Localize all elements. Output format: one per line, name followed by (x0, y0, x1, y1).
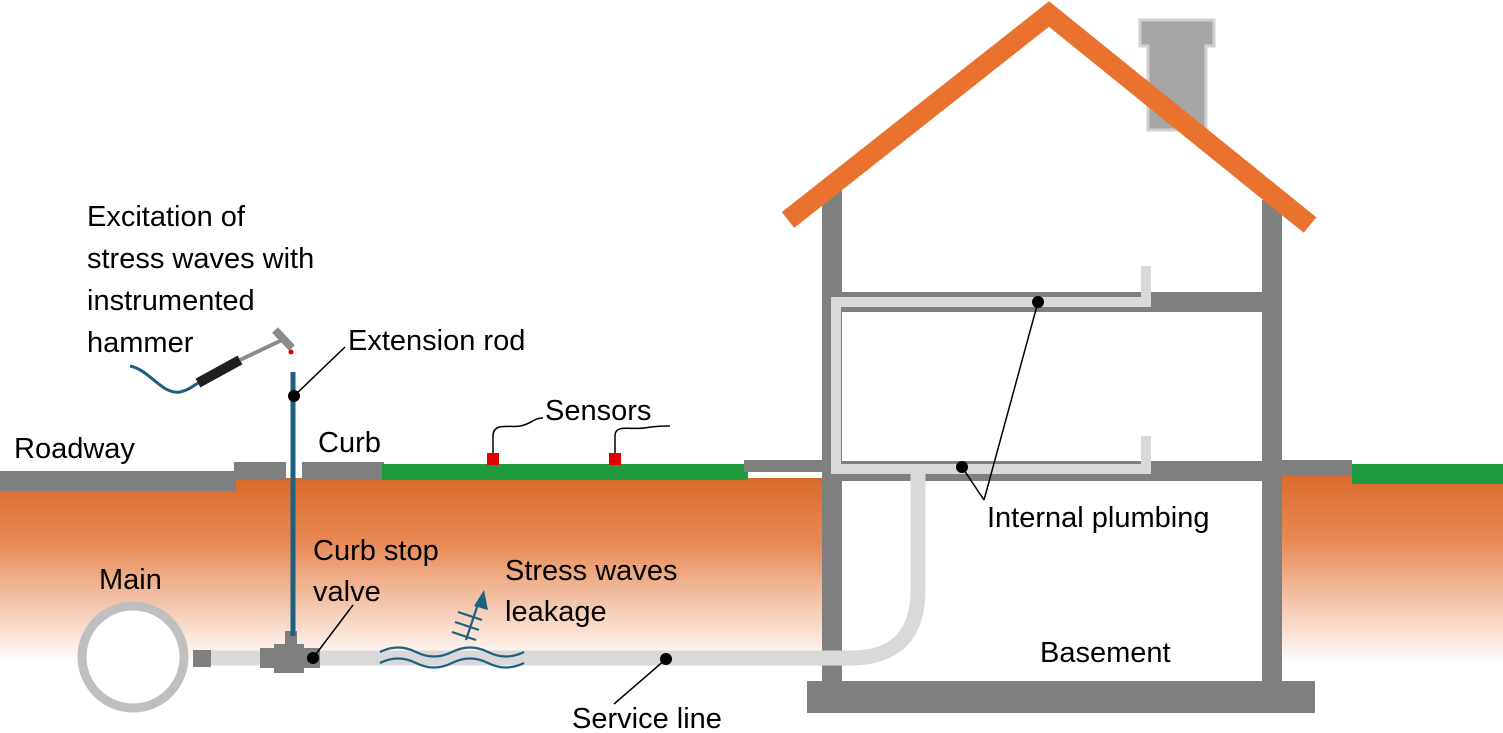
service-line (210, 470, 926, 666)
internal-plumbing-label: Internal plumbing (987, 502, 1209, 534)
curb-block (234, 462, 286, 480)
extension-rod-label: Extension rod (348, 325, 525, 357)
instrumented-hammer (129, 327, 295, 394)
roadway-slab (0, 471, 236, 491)
grass-strip (382, 464, 748, 480)
internal-plumbing (831, 266, 1151, 474)
leader-dots (288, 296, 1044, 665)
excitation-label: Excitation of stress waves with instrume… (87, 201, 322, 359)
stress-waves-leakage-label: Stress waves leakage (505, 555, 686, 628)
sensors-label: Sensors (545, 395, 651, 427)
foundation (807, 681, 1315, 713)
right-wall (1262, 200, 1282, 685)
main-pipe (77, 601, 189, 713)
sidewalk-house (744, 460, 834, 472)
basement-label: Basement (1040, 637, 1171, 669)
main-label: Main (99, 564, 162, 596)
leakage-arrowhead (474, 590, 488, 610)
grass-strip-right (1352, 464, 1503, 484)
sensor-leader-1 (492, 417, 544, 453)
roof (781, 1, 1317, 233)
curb (302, 462, 384, 480)
sidewalk-right (1282, 460, 1352, 476)
main-coupling (193, 650, 211, 667)
stress-waves (379, 646, 525, 669)
soil-right (1282, 474, 1503, 664)
service-line-label: Service line (572, 703, 722, 733)
sensor-2 (609, 453, 621, 465)
sensor-1 (487, 453, 499, 465)
curb-stop-valve-label: Curb stop valve (313, 535, 447, 608)
sensor-leader-2 (614, 425, 671, 453)
curb-label: Curb (318, 427, 381, 459)
roadway-label: Roadway (14, 433, 135, 465)
leader-lines (293, 301, 1039, 705)
